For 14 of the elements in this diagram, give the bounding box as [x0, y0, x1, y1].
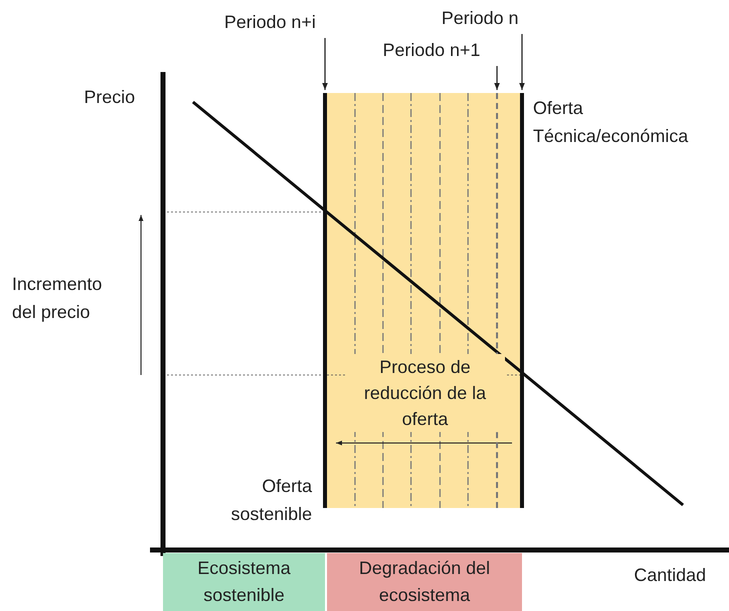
category-box: Ecosistema sostenible — [163, 553, 325, 611]
annotation-text: Incremento del precio — [12, 273, 104, 324]
axis-label: Cantidad — [634, 564, 708, 587]
axis-label: Precio — [84, 86, 136, 109]
line-caption: Oferta sostenible — [230, 475, 312, 526]
arrow — [322, 38, 328, 90]
period-label: Periodo n+i — [215, 8, 325, 36]
line-caption: Oferta Técnica/económica — [533, 97, 690, 148]
category-box: Degradación del ecosistema — [327, 553, 522, 611]
arrow — [494, 66, 500, 90]
period-label: Periodo n+1 — [374, 36, 489, 64]
arrow — [519, 34, 525, 90]
period-label: Periodo n — [430, 4, 530, 32]
annotation-text: Proceso de reducción de la oferta — [345, 354, 505, 432]
